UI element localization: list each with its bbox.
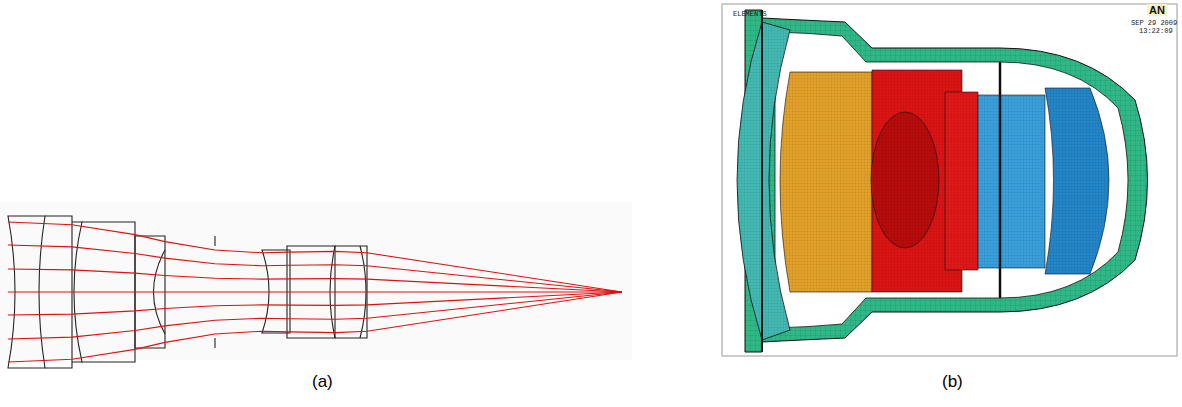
light-ray [8, 245, 622, 292]
software-logo: AN [1147, 4, 1167, 16]
lens-layout [0, 202, 632, 368]
light-ray [8, 291, 622, 292]
light-ray [8, 292, 622, 315]
light-ray [8, 292, 622, 362]
fea-model [722, 4, 1177, 356]
panel-label: (a) [312, 372, 333, 392]
plot-title: ELEMENTS [733, 10, 767, 18]
light-ray [8, 269, 622, 292]
light-ray [8, 222, 622, 292]
panel-label: (b) [942, 372, 963, 392]
date-stamp: SEP 29 2009 [1131, 19, 1177, 27]
time-stamp: 13:22:09 [1139, 27, 1173, 35]
